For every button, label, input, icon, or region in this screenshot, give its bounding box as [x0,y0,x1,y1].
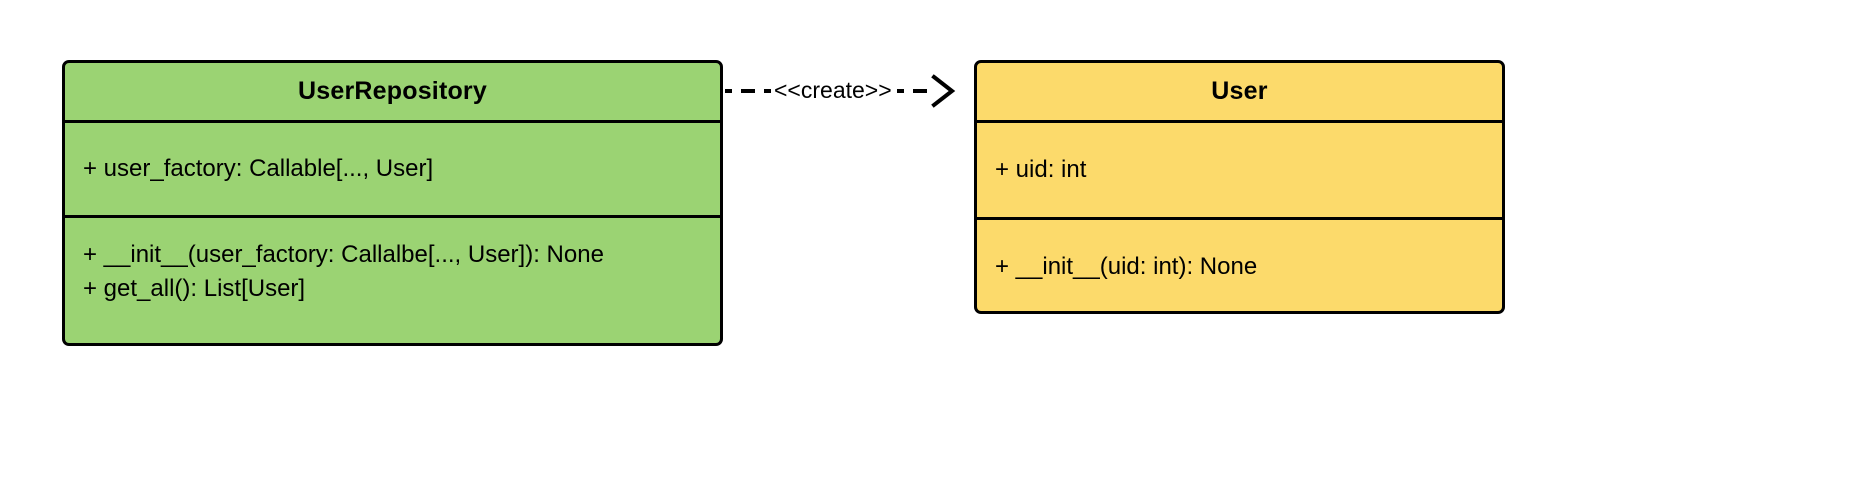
attribute-row: + user_factory: Callable[..., User] [83,155,434,182]
open-arrow-head-icon [930,74,955,108]
dependency-create-arrow[interactable]: <<create>> [723,72,979,110]
compartment-divider [977,217,1502,220]
class-box-user[interactable]: User + uid: int + __init__(uid: int): No… [974,60,1505,314]
compartment-divider [977,120,1502,123]
methods-compartment-user: + __init__(uid: int): None [977,220,1502,311]
dashed-line-segment [725,89,771,93]
stereotype-label-create: <<create>> [774,76,892,103]
class-name-user: User [1211,77,1268,105]
method-row: + get_all(): List[User] [83,275,306,302]
attributes-compartment-user: + uid: int [977,123,1502,217]
method-row: + __init__(user_factory: Callalbe[..., U… [83,241,604,268]
compartment-divider [65,120,720,123]
class-box-user-repository[interactable]: UserRepository + user_factory: Callable[… [62,60,723,346]
dashed-line-segment [896,89,927,93]
attributes-compartment-user-repository: + user_factory: Callable[..., User] [65,123,720,215]
method-row: + __init__(uid: int): None [995,253,1258,280]
attribute-row: + uid: int [995,156,1087,183]
class-name-user-repository: UserRepository [298,77,487,105]
methods-compartment-user-repository: + __init__(user_factory: Callalbe[..., U… [65,218,720,343]
compartment-divider [65,215,720,218]
